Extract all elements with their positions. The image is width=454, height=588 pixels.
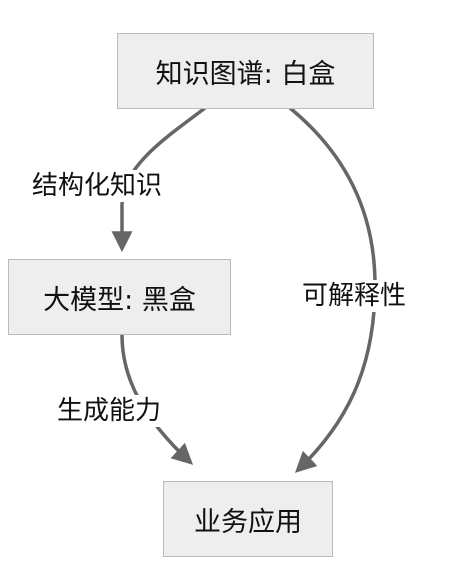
edge-label-interpretability: 可解释性 bbox=[300, 280, 409, 312]
node-knowledge-graph: 知识图谱: 白盒 bbox=[117, 33, 374, 109]
node-large-model: 大模型: 黑盒 bbox=[8, 259, 231, 335]
edge-label-structured-knowledge: 结构化知识 bbox=[30, 170, 165, 202]
edge-label-generation-capability: 生成能力 bbox=[55, 395, 164, 427]
node-business-application: 业务应用 bbox=[163, 481, 333, 557]
